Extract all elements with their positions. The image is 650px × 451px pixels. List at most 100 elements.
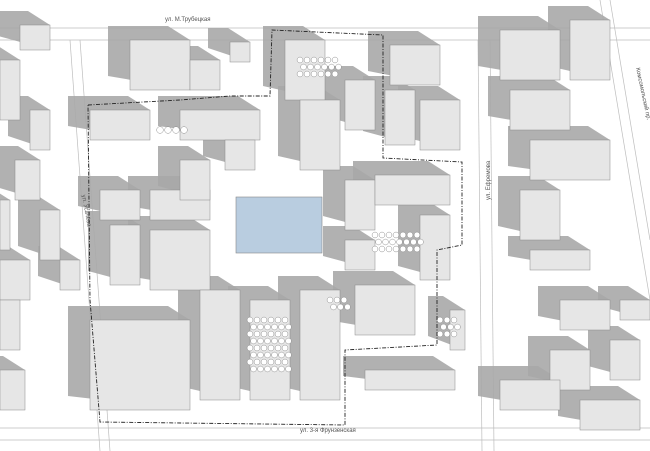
tree (278, 365, 285, 373)
tree (413, 231, 421, 239)
tree (257, 337, 264, 345)
tree (314, 63, 321, 71)
tree (328, 63, 335, 71)
tree (285, 351, 292, 359)
building (0, 259, 31, 301)
building (0, 59, 21, 121)
tree (260, 316, 268, 324)
building (344, 179, 376, 231)
tree (281, 358, 289, 366)
tree (264, 323, 271, 331)
tree (317, 56, 325, 64)
building (299, 99, 341, 171)
road-edge (609, 0, 650, 241)
tree (307, 63, 314, 71)
tree (403, 238, 410, 246)
building (284, 39, 326, 101)
building (389, 44, 441, 86)
tree (378, 245, 386, 253)
tree (267, 344, 275, 352)
building (89, 319, 191, 411)
tree (385, 231, 393, 239)
tree (436, 330, 444, 338)
building (0, 369, 26, 411)
tree (436, 316, 444, 324)
building (229, 41, 251, 63)
building (99, 189, 141, 221)
building (384, 89, 416, 146)
building (39, 209, 61, 261)
tree (260, 344, 268, 352)
building (419, 214, 451, 281)
tree (371, 245, 379, 253)
tree (271, 337, 278, 345)
tree (253, 330, 261, 338)
tree (413, 245, 421, 253)
tree (330, 303, 337, 311)
tree (450, 330, 458, 338)
tree (385, 245, 393, 253)
building (579, 399, 641, 431)
street-label-bottom: ул. 3-я Фрунзенская (300, 428, 356, 434)
building (364, 369, 456, 391)
tree (264, 337, 271, 345)
tree (331, 70, 339, 78)
building (199, 289, 241, 401)
building (569, 19, 611, 81)
street-label-far-right: Комсомольский пр. (634, 67, 650, 121)
building (509, 89, 571, 131)
tree (281, 330, 289, 338)
tree (406, 245, 414, 253)
tree (454, 323, 461, 331)
tree (274, 358, 282, 366)
building (499, 379, 561, 411)
tree (447, 323, 454, 331)
building (529, 139, 611, 181)
tree (278, 323, 285, 331)
tree (443, 316, 451, 324)
street-label-left: ул. Усачёва (80, 194, 92, 227)
tree (310, 56, 318, 64)
tree (267, 330, 275, 338)
tree (271, 323, 278, 331)
tree (317, 70, 325, 78)
tree (264, 365, 271, 373)
tree (285, 365, 292, 373)
tree (406, 231, 414, 239)
tree (264, 351, 271, 359)
tree (440, 323, 447, 331)
building (0, 299, 21, 351)
building (0, 199, 11, 251)
tree (274, 330, 282, 338)
building (29, 109, 51, 151)
tree (253, 316, 261, 324)
building (354, 284, 416, 336)
tree (172, 126, 180, 134)
tree (156, 126, 164, 134)
tree (257, 351, 264, 359)
trees (156, 56, 461, 373)
building (224, 139, 256, 171)
tree (396, 238, 403, 246)
tree (260, 330, 268, 338)
building (374, 174, 451, 206)
building (559, 299, 611, 331)
tree (246, 330, 254, 338)
tree (399, 231, 407, 239)
tree (382, 238, 389, 246)
tree (257, 323, 264, 331)
tree (274, 316, 282, 324)
building (14, 159, 41, 201)
tree (375, 238, 382, 246)
building (499, 29, 561, 81)
tree (324, 70, 332, 78)
tree (378, 231, 386, 239)
building (149, 229, 211, 291)
tree (296, 70, 304, 78)
tree (281, 344, 289, 352)
tree (310, 70, 318, 78)
tree (344, 303, 351, 311)
tree (450, 316, 458, 324)
tree (285, 323, 292, 331)
